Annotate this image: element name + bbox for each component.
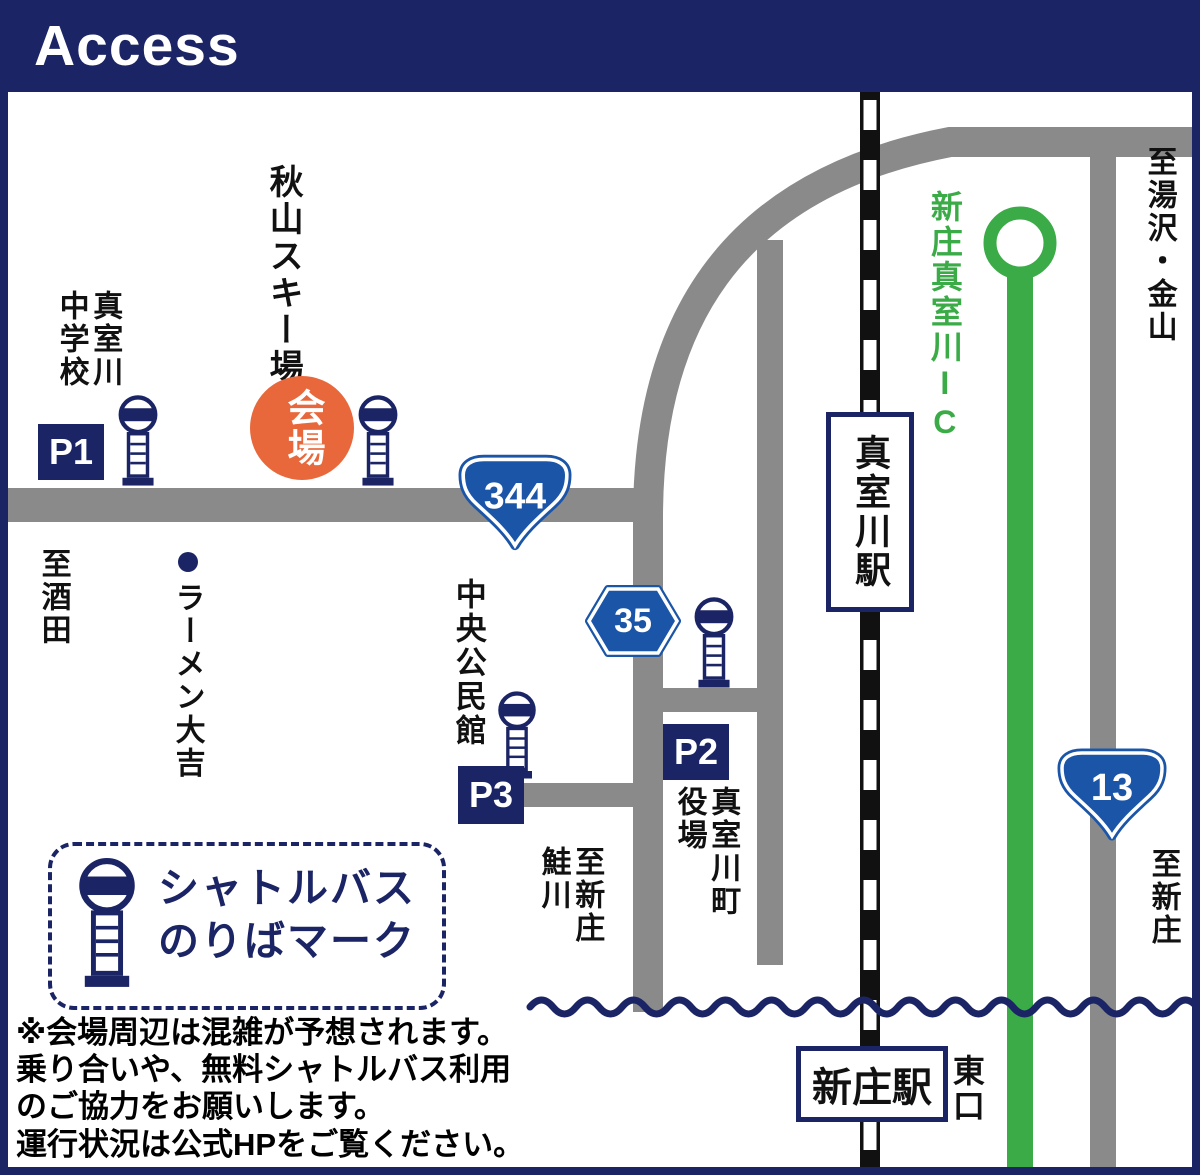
shinjo-station-label: 新庄駅: [812, 1066, 932, 1110]
road-curve-north: [633, 127, 1200, 519]
label-to-sakata: 至酒田: [36, 548, 70, 647]
label-town-hall: 真室川町 役場: [672, 786, 740, 918]
shinjo-station-box: 新庄駅: [796, 1046, 948, 1122]
label-to-shinjo-east: 至新庄: [1146, 848, 1180, 947]
route-13-badge: 13: [1056, 748, 1168, 842]
header-bar: Access: [0, 0, 1200, 92]
parking-p2-badge: P2: [663, 724, 729, 780]
page-title: Access: [34, 14, 240, 78]
legend-line1: シャトルバス: [158, 865, 416, 911]
parking-p1-label: P1: [48, 431, 94, 472]
route-13-number: 13: [1091, 767, 1133, 809]
label-to-yuzawa-kaneyama: 至湯沢・金山: [1142, 146, 1176, 344]
legend-line2: のりばマーク: [158, 918, 416, 965]
label-school: 真室川 中学校: [54, 290, 122, 389]
bus-stop-icon: [688, 596, 740, 691]
parking-p2-label: P2: [673, 731, 719, 772]
parking-p3-label: P3: [468, 774, 514, 815]
route-344-badge: 344: [458, 454, 572, 552]
parking-p1-badge: P1: [38, 424, 104, 480]
highway-ic-circle: [983, 206, 1057, 280]
bus-stop-icon: [352, 394, 404, 489]
mamurogawa-station-label: 真室川駅: [850, 434, 892, 590]
bus-stop-icon: [70, 856, 144, 992]
label-community-center: 中央公民館: [450, 578, 486, 748]
venue-label: 会場: [281, 388, 323, 468]
mamurogawa-station-box: 真室川駅: [826, 412, 914, 612]
route-35-number: 35: [614, 602, 652, 640]
label-east-exit: 東口: [948, 1054, 985, 1124]
legend-title: シャトルバス のりばマーク: [158, 862, 416, 969]
label-ic: 新庄真室川IC: [926, 190, 963, 443]
legend-box: [48, 842, 446, 1010]
bus-stop-icon: [112, 394, 164, 489]
label-ski-resort: 秋山スキー場: [264, 164, 303, 386]
ramen-dot: [178, 552, 198, 572]
river: [526, 996, 1200, 1018]
footer-note: ※会場周辺は混雑が予想されます。 乗り合いや、無料シャトルバス利用 のご協力をお…: [16, 1015, 525, 1162]
venue-circle: 会場: [250, 376, 354, 480]
route-35-badge: 35: [585, 582, 681, 660]
route-344-number: 344: [484, 475, 546, 517]
label-to-shinjo-sakegawa: 至新庄 鮭川: [536, 846, 604, 945]
label-ramen: ラーメン大吉: [170, 582, 204, 780]
parking-p3-badge: P3: [458, 766, 524, 824]
